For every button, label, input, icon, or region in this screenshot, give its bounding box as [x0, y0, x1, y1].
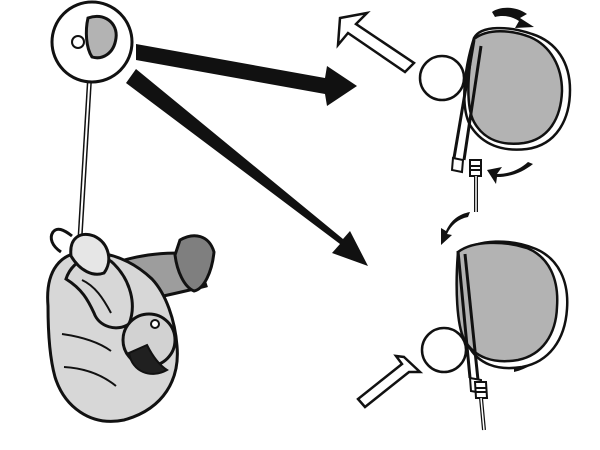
- hosel-bottom-panel: [473, 381, 489, 399]
- curved-rotation-arrow-icon: [487, 162, 533, 184]
- golfer-hair: [127, 343, 169, 375]
- hosel-top-panel: [450, 156, 465, 174]
- clubhead-top-panel: [467, 30, 564, 145]
- golfer-figure: [46, 37, 216, 423]
- golf-ball-top-panel: [418, 54, 466, 102]
- pointer-arrows: [126, 44, 368, 266]
- zoomed-clubhead: [84, 14, 118, 60]
- clubface-edge: [462, 45, 483, 161]
- clubface-edge: [463, 253, 480, 381]
- shirt-crease: [63, 366, 117, 387]
- golf-ball-bottom-panel: [420, 326, 468, 374]
- golfer-shoe: [173, 234, 216, 293]
- outline-arrow-icon: [336, 11, 416, 74]
- zoom-circle-group: [50, 0, 134, 84]
- bottom-clubface-panel: [356, 212, 569, 431]
- clubhead-bottom-panel: [455, 241, 559, 363]
- golfer-glove: [49, 227, 73, 254]
- shaft-bottom-panel-highlight: [480, 397, 485, 431]
- top-clubface-panel: [336, 7, 572, 212]
- sleeve-crease: [81, 279, 112, 314]
- outline-arrow-icon: [356, 354, 424, 409]
- cap-button-icon: [150, 319, 160, 329]
- shirt-crease: [61, 333, 112, 352]
- zoomed-golf-ball: [71, 35, 85, 49]
- golfer-hands: [69, 232, 111, 276]
- curved-rotation-arrow-icon: [441, 212, 470, 245]
- thick-arrow-icon: [126, 69, 368, 266]
- hosel-top-panel: [469, 159, 482, 177]
- clubface-edge: [456, 250, 472, 379]
- thick-arrow-icon: [136, 44, 357, 106]
- clubface-edge: [452, 39, 476, 159]
- curved-rotation-arrow-icon: [492, 7, 534, 29]
